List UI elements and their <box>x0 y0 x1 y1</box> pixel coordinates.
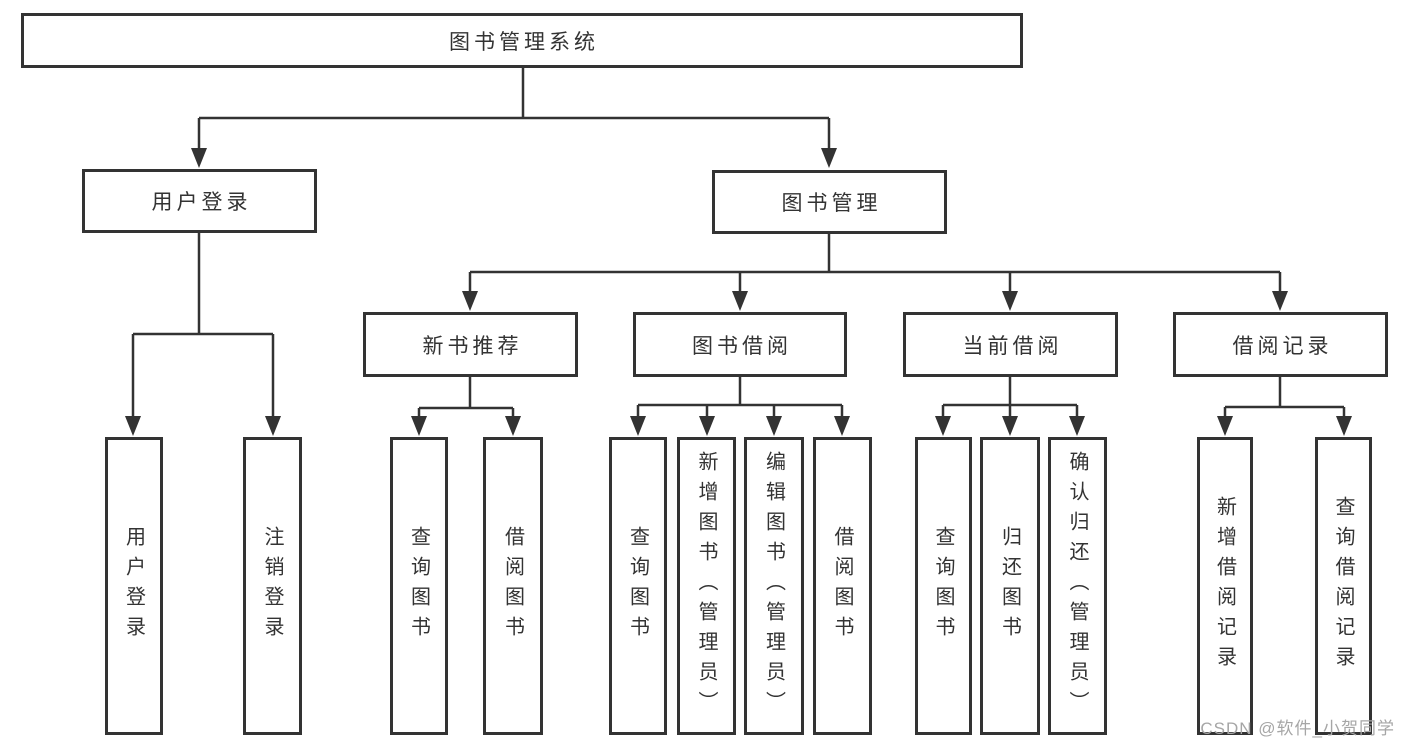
node-borrow-records-label: 借阅记录 <box>1232 334 1333 358</box>
node-current-borrow: 当前借阅 <box>903 312 1118 377</box>
node-user-login-label: 用户登录 <box>151 191 252 214</box>
node-new-book-recommend: 新书推荐 <box>363 312 578 377</box>
leaf-add-borrow-record: 新增借阅记录 <box>1197 437 1253 735</box>
leaf-borrow-book-2: 借阅图书 <box>813 437 872 735</box>
leaf-logout: 注销登录 <box>243 437 302 735</box>
leaf-add-book: 新增图书（管理员） <box>677 437 736 735</box>
leaf-add-book-label: 新增图书（管理员） <box>695 451 717 721</box>
node-root: 图书管理系统 <box>21 13 1023 68</box>
leaf-return-book-label: 归还图书 <box>998 526 1021 646</box>
leaf-confirm-return: 确认归还（管理员） <box>1048 437 1107 735</box>
leaf-user-login-label: 用户登录 <box>122 526 145 646</box>
leaf-edit-book-label: 编辑图书（管理员） <box>762 451 785 721</box>
node-book-borrow-label: 图书借阅 <box>692 334 792 358</box>
node-user-login: 用户登录 <box>82 169 317 233</box>
node-borrow-records: 借阅记录 <box>1173 312 1388 377</box>
leaf-query-book-2-label: 查询图书 <box>626 526 649 646</box>
leaf-query-book-3-label: 查询图书 <box>932 526 954 646</box>
leaf-borrow-book-2-label: 借阅图书 <box>831 526 853 646</box>
leaf-query-book-1: 查询图书 <box>390 437 448 735</box>
node-root-label: 图书管理系统 <box>449 30 599 54</box>
leaf-query-borrow-record-label: 查询借阅记录 <box>1332 496 1354 676</box>
leaf-return-book: 归还图书 <box>980 437 1040 735</box>
arrowheads <box>125 148 1352 436</box>
leaf-query-book-3: 查询图书 <box>915 437 972 735</box>
leaf-query-book-2: 查询图书 <box>609 437 667 735</box>
leaf-confirm-return-label: 确认归还（管理员） <box>1066 451 1088 721</box>
leaf-borrow-book-1: 借阅图书 <box>483 437 543 735</box>
csdn-watermark: CSDN @软件_小贺同学 <box>1200 719 1395 738</box>
leaf-edit-book: 编辑图书（管理员） <box>744 437 804 735</box>
leaf-query-borrow-record: 查询借阅记录 <box>1315 437 1372 735</box>
node-book-management: 图书管理 <box>712 170 947 234</box>
node-new-book-recommend-label: 新书推荐 <box>422 334 523 358</box>
leaf-user-login: 用户登录 <box>105 437 163 735</box>
leaf-query-book-1-label: 查询图书 <box>407 526 430 646</box>
node-book-borrow: 图书借阅 <box>633 312 847 377</box>
leaf-logout-label: 注销登录 <box>261 526 283 646</box>
leaf-borrow-book-1-label: 借阅图书 <box>501 526 524 646</box>
leaf-add-borrow-record-label: 新增借阅记录 <box>1213 496 1236 676</box>
node-book-management-label: 图书管理 <box>781 192 882 215</box>
node-current-borrow-label: 当前借阅 <box>962 334 1063 358</box>
